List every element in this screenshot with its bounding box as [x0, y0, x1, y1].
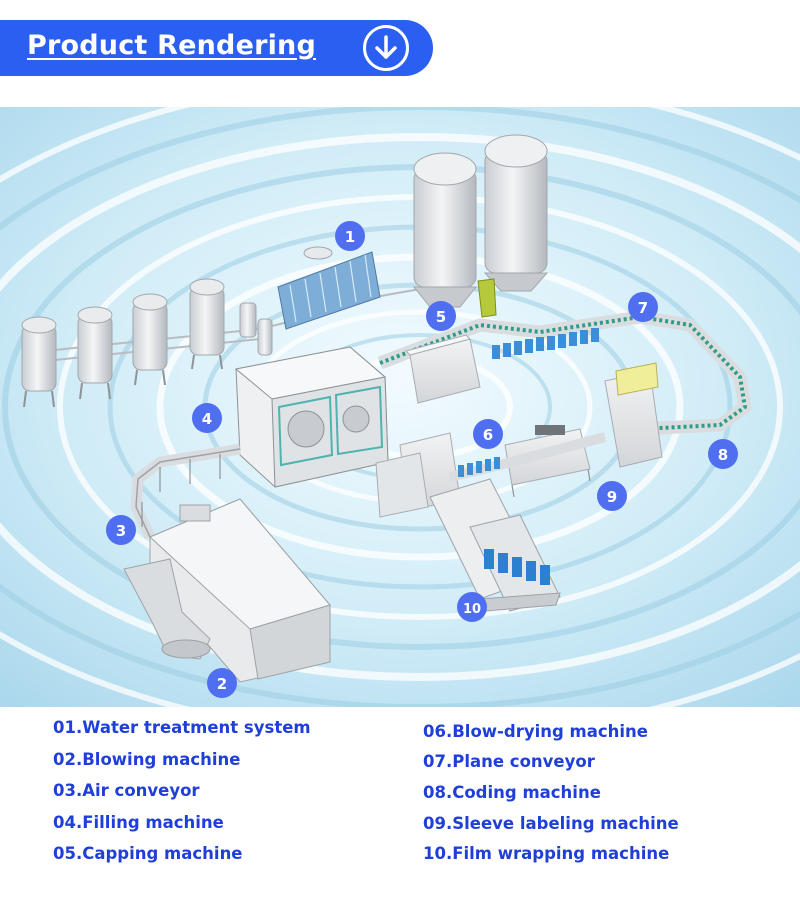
- svg-text:1: 1: [345, 228, 355, 246]
- capping-enclosure: [405, 334, 481, 404]
- legend-item-blowing: 02.Blowing machine: [53, 750, 241, 769]
- storage-tanks-row: [21, 278, 273, 408]
- legend-item-plane-conveyor: 07.Plane conveyor: [423, 752, 595, 771]
- svg-text:7: 7: [638, 299, 648, 317]
- plane-conveyor: [377, 310, 752, 436]
- legend-item-blow-drying: 06.Blow-drying machine: [423, 722, 648, 741]
- production-line-diagram: 1 2 3 4 5 6 7 8 9 10: [0, 107, 800, 707]
- legend-item-filling: 04.Filling machine: [53, 813, 224, 832]
- svg-text:3: 3: [116, 522, 126, 540]
- water-background: [0, 107, 800, 707]
- header-banner: [0, 20, 433, 76]
- air-conveyor: [130, 443, 241, 540]
- marker-5: 5: [426, 301, 456, 331]
- machine-markers: 1 2 3 4 5 6 7 8 9 10: [106, 221, 738, 698]
- svg-text:5: 5: [436, 308, 446, 326]
- marker-8: 8: [708, 439, 738, 469]
- svg-text:9: 9: [607, 488, 617, 506]
- water-treatment-unit: [277, 246, 381, 330]
- arrow-down-circle-icon[interactable]: [363, 25, 409, 71]
- marker-1: 1: [335, 221, 365, 251]
- legend-item-sleeve-labeling: 09.Sleeve labeling machine: [423, 814, 679, 833]
- svg-text:4: 4: [202, 410, 212, 428]
- marker-7: 7: [628, 292, 658, 322]
- page-title: Product Rendering: [27, 30, 316, 61]
- film-wrapping-machine: [429, 478, 561, 612]
- legend-item-water-treatment: 01.Water treatment system: [53, 718, 311, 737]
- svg-text:6: 6: [483, 426, 493, 444]
- filling-machine: [234, 346, 389, 488]
- marker-9: 9: [597, 481, 627, 511]
- legend-item-capping: 05.Capping machine: [53, 844, 243, 863]
- legend-item-air-conveyor: 03.Air conveyor: [53, 781, 200, 800]
- sleeve-labeling-machine: [604, 362, 663, 468]
- legend-item-coding: 08.Coding machine: [423, 783, 601, 802]
- marker-3: 3: [106, 515, 136, 545]
- cap-hopper: [477, 278, 497, 318]
- marker-2: 2: [207, 668, 237, 698]
- marker-4: 4: [192, 403, 222, 433]
- legend-item-film-wrapping: 10.Film wrapping machine: [423, 844, 670, 863]
- svg-text:8: 8: [718, 446, 728, 464]
- svg-text:2: 2: [217, 675, 227, 693]
- bottle-conveyor: [448, 432, 607, 482]
- marker-10: 10: [457, 592, 487, 622]
- marker-6: 6: [473, 419, 503, 449]
- blow-drying-machine: [375, 432, 461, 518]
- svg-text:10: 10: [463, 602, 481, 617]
- large-silos: [412, 134, 549, 308]
- blowing-machine: [123, 498, 331, 683]
